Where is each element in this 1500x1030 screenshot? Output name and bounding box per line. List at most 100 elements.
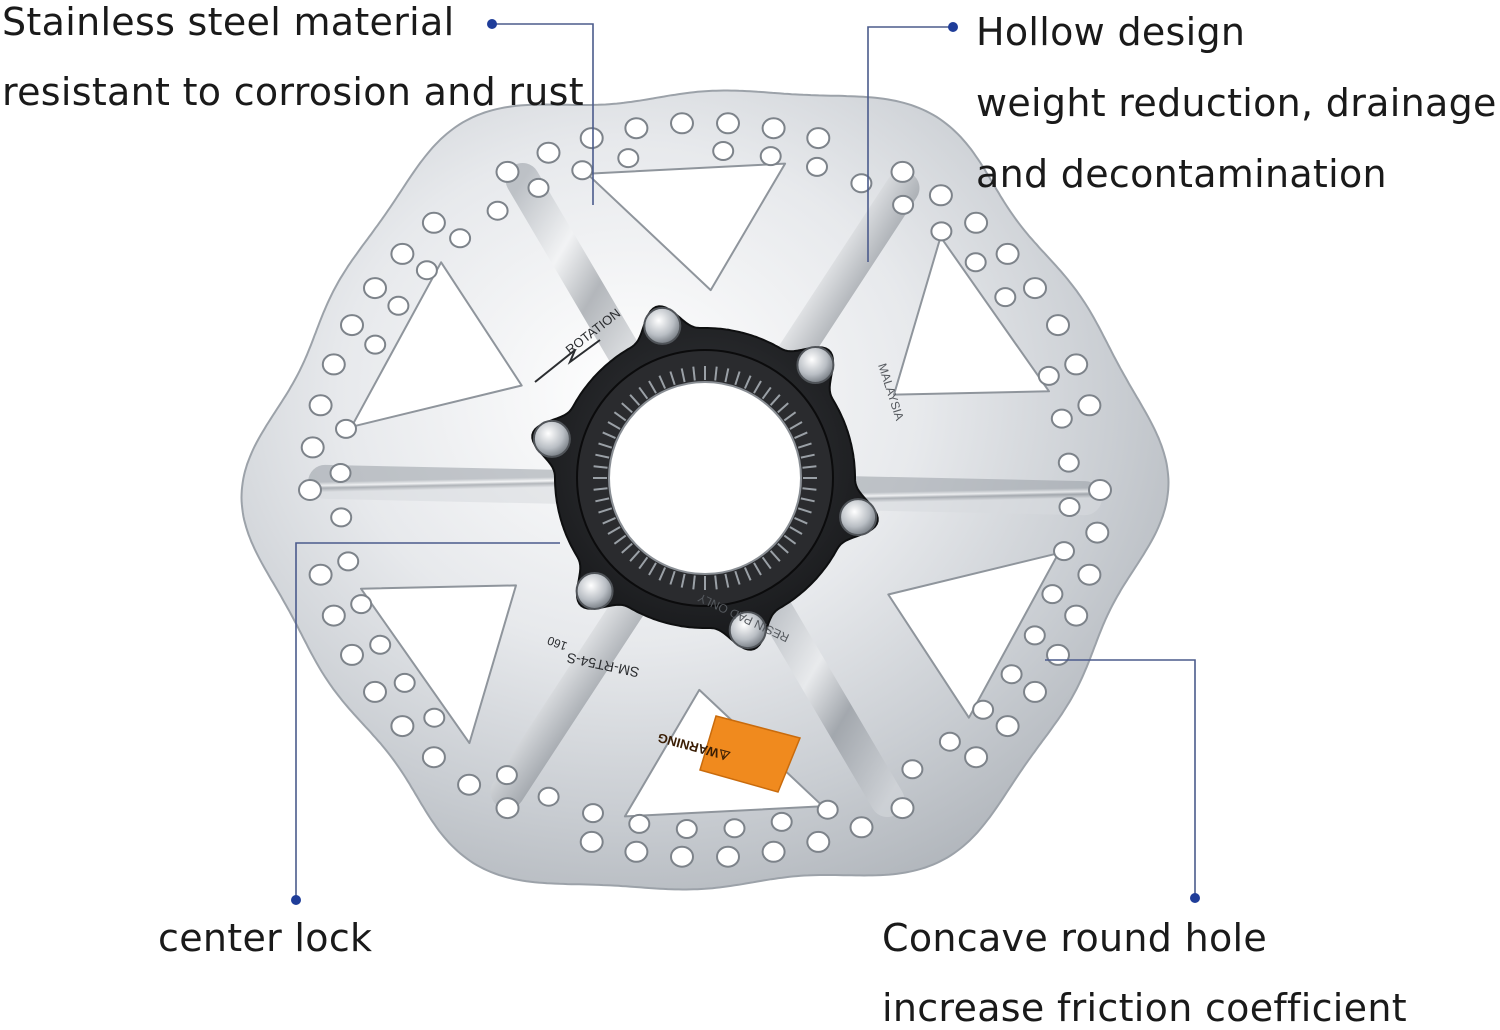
spline-tooth — [598, 442, 613, 449]
friction-hole — [1050, 408, 1073, 429]
friction-hole — [964, 211, 989, 234]
hollow-cutout — [887, 552, 1060, 719]
friction-hole — [457, 773, 482, 796]
friction-hole — [330, 507, 353, 528]
spline-tooth — [658, 375, 667, 389]
leader-dot-top-right — [948, 22, 958, 32]
spline-tooth — [638, 386, 649, 400]
friction-hole — [1088, 479, 1112, 501]
spline-tooth — [621, 542, 633, 554]
friction-hole — [670, 112, 694, 135]
spline-tooth — [602, 516, 616, 525]
friction-hole — [579, 830, 604, 853]
friction-hole — [628, 813, 651, 834]
friction-hole — [350, 594, 373, 615]
friction-hole — [806, 156, 828, 177]
friction-hole — [393, 672, 416, 693]
friction-hole — [390, 242, 415, 265]
friction-hole — [849, 816, 874, 839]
spline-tooth — [789, 421, 803, 430]
spline-tooth — [598, 507, 613, 514]
friction-hole — [582, 803, 604, 824]
friction-hole — [1057, 452, 1080, 473]
rotor-spoke — [308, 464, 582, 504]
friction-hole — [759, 146, 782, 167]
friction-hole — [1023, 625, 1046, 646]
spline-tooth — [783, 534, 797, 545]
friction-hole — [423, 707, 446, 728]
spline-tooth — [753, 380, 762, 394]
spline-tooth — [602, 431, 616, 440]
spline-tooth — [761, 556, 772, 570]
friction-hole — [537, 786, 560, 807]
friction-hole — [995, 242, 1020, 265]
callout-leaders — [291, 19, 1200, 905]
rotor-spoke — [760, 171, 920, 396]
friction-hole — [806, 830, 831, 853]
friction-hole — [1077, 563, 1102, 586]
spline-tooth — [797, 507, 812, 514]
spline-tooth — [802, 465, 817, 469]
callout-hollow-title: Hollow design — [976, 10, 1246, 54]
friction-hole — [1064, 353, 1089, 376]
friction-hole — [421, 211, 446, 234]
friction-hole — [850, 173, 873, 194]
leader-dot-bottom-left — [291, 895, 301, 905]
friction-hole — [449, 228, 472, 249]
center-bore — [608, 381, 802, 575]
friction-hole — [770, 811, 793, 832]
friction-hole — [1085, 521, 1110, 544]
spline-tooth — [621, 402, 633, 414]
friction-hole — [624, 117, 649, 140]
friction-hole — [340, 314, 364, 337]
friction-hole — [928, 184, 953, 207]
spline-tooth — [800, 453, 815, 459]
hollow-cutout — [350, 261, 523, 428]
friction-hole — [335, 418, 357, 439]
friction-hole — [1046, 643, 1070, 666]
callout-hollow-detail-1: weight reduction, drainage — [976, 81, 1497, 125]
friction-hole — [337, 551, 360, 572]
friction-hole — [486, 200, 509, 221]
friction-hole — [761, 117, 786, 140]
spline-tooth — [669, 371, 676, 386]
friction-hole — [321, 604, 346, 627]
friction-hole — [1023, 680, 1047, 703]
leader-bottom-left — [295, 542, 560, 900]
spline-tooth — [595, 453, 610, 459]
spline-tooth — [769, 394, 781, 406]
friction-hole — [716, 112, 740, 135]
callout-material-title: Stainless steel material — [2, 0, 455, 44]
spline-tooth — [761, 386, 772, 400]
friction-hole — [308, 563, 333, 586]
friction-hole — [415, 260, 438, 281]
friction-hole — [1023, 277, 1047, 300]
spline-tooth — [743, 567, 752, 581]
friction-hole — [994, 287, 1017, 308]
friction-hole — [300, 436, 325, 459]
friction-hole — [495, 765, 518, 786]
carrier-rivet — [575, 572, 614, 610]
spline-tooth — [724, 573, 730, 588]
callout-hole-detail: increase friction coefficient — [882, 986, 1407, 1030]
spline-tooth — [638, 556, 649, 570]
callout-material-detail: resistant to corrosion and rust — [2, 70, 584, 114]
hollow-cutouts — [308, 162, 1102, 818]
friction-hole — [617, 148, 640, 169]
friction-hole — [930, 221, 953, 242]
rotor-spoke — [828, 476, 1102, 516]
leader-bottom-right — [1045, 659, 1196, 898]
callout-hollow-detail-2: and decontamination — [976, 152, 1387, 196]
friction-hole — [329, 463, 352, 483]
friction-hole — [890, 160, 915, 183]
friction-hole — [340, 643, 364, 666]
spline-tooth — [714, 575, 718, 590]
leader-dot-bottom-right — [1190, 893, 1200, 903]
friction-hole — [938, 731, 961, 752]
friction-hole — [995, 715, 1020, 738]
callout-center-lock: center lock — [158, 916, 373, 960]
spline-tooth — [595, 497, 610, 503]
friction-hole — [308, 394, 333, 417]
friction-hole — [806, 127, 831, 150]
friction-hole — [712, 141, 735, 161]
